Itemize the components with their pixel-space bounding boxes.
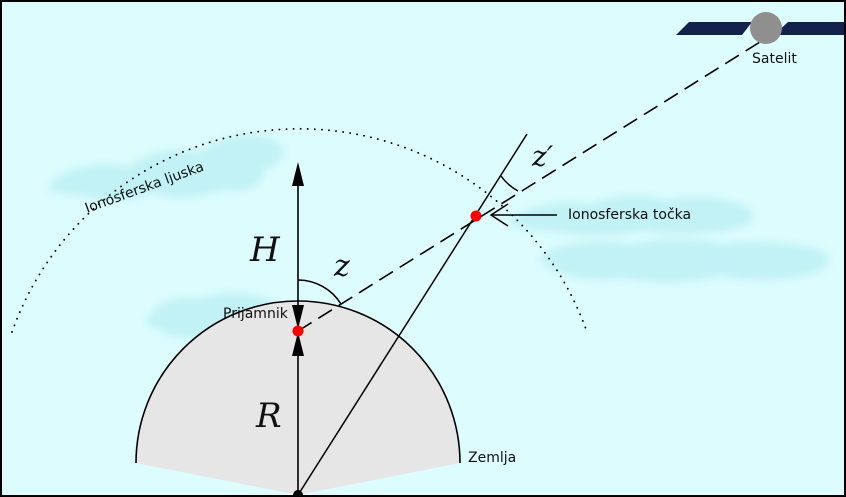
satellite-label: Satelit — [752, 51, 797, 67]
zenith-angle-arc — [297, 279, 342, 305]
radius-dimension-arrow — [292, 332, 304, 492]
ionospheric-point — [470, 210, 482, 222]
satellite-left-panel — [676, 22, 752, 35]
zenith-angle-symbol: z — [333, 249, 350, 284]
earth-label: Zemlja — [468, 450, 516, 466]
receiver-label: Prijamnik — [223, 306, 289, 322]
satellite-icon — [676, 12, 844, 44]
height-symbol: H — [249, 230, 281, 270]
receiver-point — [292, 325, 304, 337]
signal-path-line — [297, 41, 761, 332]
radius-symbol: R — [255, 396, 282, 436]
satellite-body — [750, 12, 782, 44]
ionospheric-point-pointer — [489, 203, 557, 227]
cloud-right-lower — [540, 239, 829, 283]
zenith-angle-prime-symbol: z′ — [531, 140, 554, 173]
center-to-pierce-line — [297, 133, 528, 495]
ionospheric-point-label: Ionosferska točka — [568, 207, 691, 223]
cloud-right-upper — [509, 195, 753, 236]
clouds — [48, 134, 829, 339]
height-dimension-arrow — [292, 162, 304, 329]
earth-center-point — [293, 490, 303, 495]
zenith-angle-prime-arc — [500, 175, 519, 192]
cloud-left — [48, 134, 285, 201]
satellite-right-panel — [774, 22, 844, 35]
